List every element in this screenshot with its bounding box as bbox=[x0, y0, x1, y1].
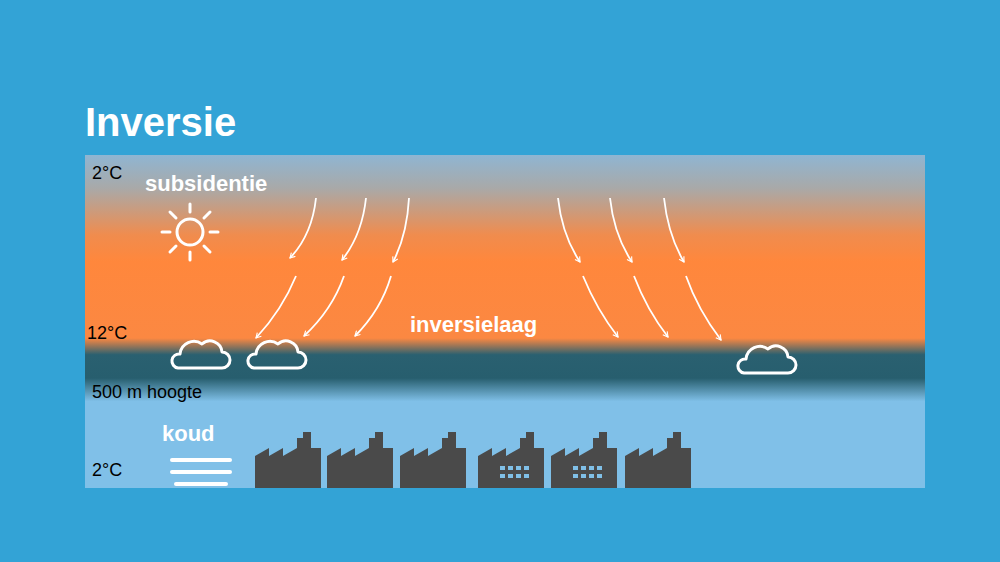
wind-lines bbox=[172, 460, 230, 484]
process-label: subsidentie bbox=[145, 172, 267, 196]
cloud-icons bbox=[172, 341, 796, 373]
atmosphere-panel bbox=[85, 155, 925, 488]
diagram-title: Inversie bbox=[85, 100, 236, 144]
layer-label: inversielaag bbox=[410, 313, 537, 337]
height-label: 500 m hoogte bbox=[92, 383, 202, 403]
factory-icons bbox=[255, 432, 691, 488]
temperature-label: 12°C bbox=[87, 324, 127, 344]
cold-label: koud bbox=[162, 422, 215, 446]
sun-icon bbox=[162, 204, 218, 260]
subsidence-arrows bbox=[256, 198, 721, 340]
temperature-label: 2°C bbox=[92, 164, 122, 184]
temperature-label: 2°C bbox=[92, 461, 122, 481]
